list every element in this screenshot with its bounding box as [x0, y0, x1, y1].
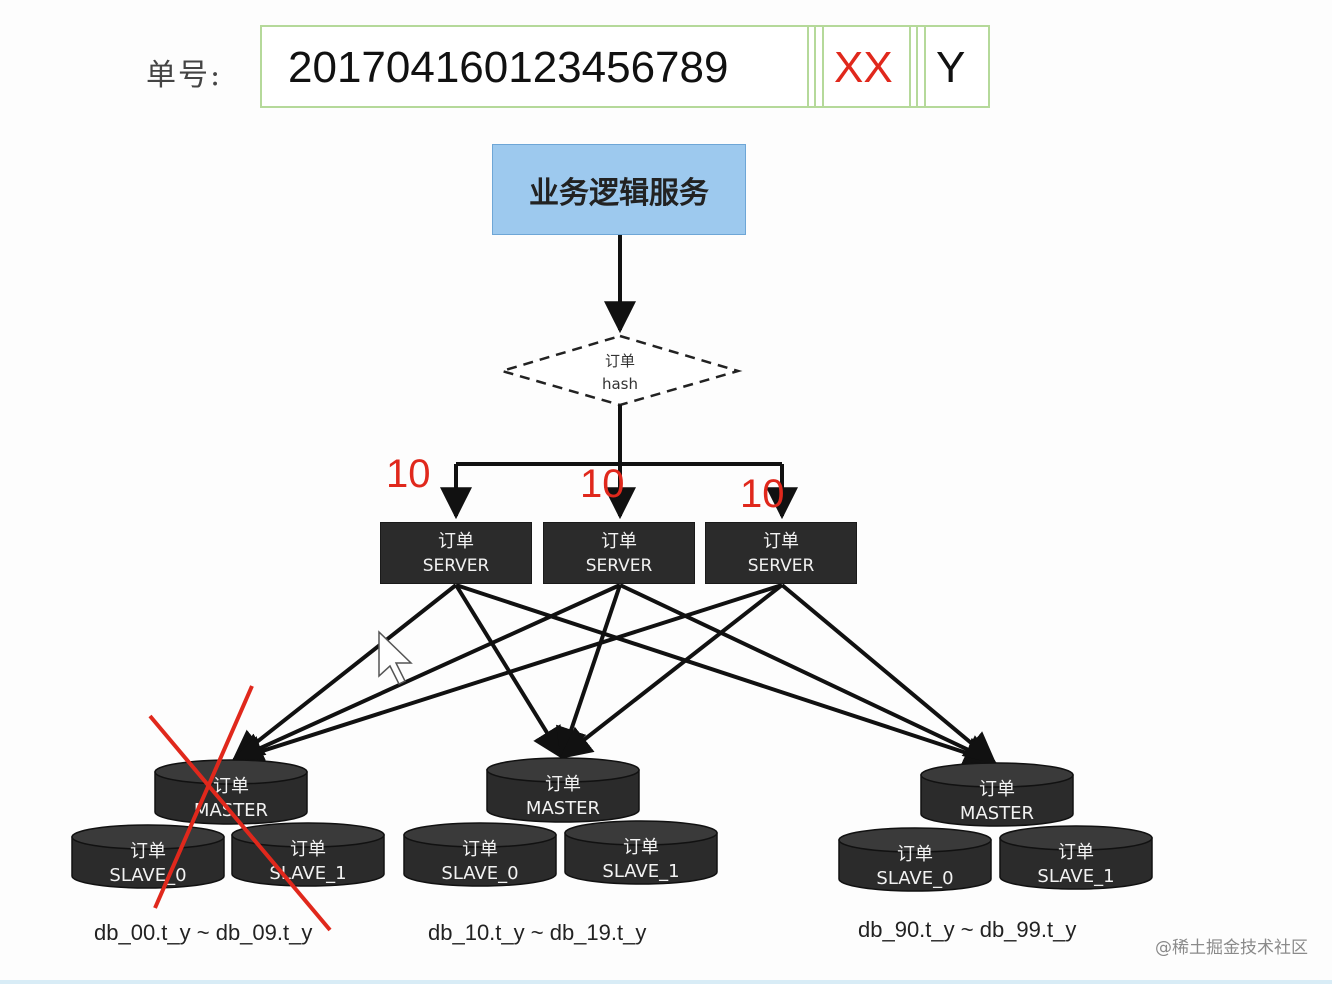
slave1-db-cylinder-top — [564, 820, 718, 846]
server-to-master-arrow — [230, 583, 783, 767]
slave0-db-cylinder-top — [71, 824, 225, 850]
hash-label-line2: hash — [601, 375, 639, 393]
master-db-label: 订单 MASTER — [487, 773, 639, 821]
master-db-cylinder-top — [486, 757, 640, 783]
server-label-line2: SERVER — [422, 556, 490, 576]
slave0-db-cylinder — [71, 836, 225, 889]
slave0-db-label: 订单 SLAVE_0 — [404, 838, 556, 886]
order-server-node: 订单 SERVER — [543, 522, 695, 584]
server-to-master-arrow — [619, 583, 997, 765]
db-label-line1: 订单 — [979, 779, 1015, 800]
order-number-box: 201704160123456789 XX Y — [260, 25, 990, 108]
segment-divider — [924, 27, 926, 106]
segment-divider — [916, 27, 918, 106]
server-label-line1: 订单 — [763, 531, 799, 552]
order-number-label: 单号: — [146, 58, 223, 93]
master-db-cylinder — [154, 771, 308, 825]
cross-stroke — [153, 685, 254, 909]
order-server-node: 订单 SERVER — [380, 522, 532, 584]
mouse-cursor-icon — [378, 630, 413, 686]
segment-divider — [822, 27, 824, 106]
db-label-line1: 订单 — [545, 774, 581, 795]
business-logic-service-box: 业务逻辑服务 — [492, 144, 746, 235]
db-label-line2: MASTER — [525, 798, 601, 819]
slave0-db-cylinder — [838, 839, 992, 892]
server-label-line1: 订单 — [438, 531, 474, 552]
watermark-text: @稀土掘金技术社区 — [1155, 938, 1308, 958]
server-label-line2: SERVER — [747, 556, 815, 576]
server-label-line2: SERVER — [585, 556, 653, 576]
db-label-line2: SLAVE_0 — [441, 863, 519, 884]
db-label-line2: SLAVE_0 — [876, 868, 954, 889]
db-range-label: db_90.t_y ~ db_99.t_y — [858, 917, 1077, 942]
segment-divider — [807, 27, 809, 106]
segment-divider — [814, 27, 816, 106]
slave1-db-label: 订单 SLAVE_1 — [565, 836, 717, 884]
cross-stroke — [148, 714, 332, 932]
db-label-line2: SLAVE_1 — [1037, 866, 1115, 887]
slave0-db-label: 订单 SLAVE_0 — [839, 843, 991, 891]
shard-count-label: 10 — [580, 462, 625, 506]
slave1-db-cylinder — [564, 832, 718, 885]
slave1-db-label: 订单 SLAVE_1 — [1000, 841, 1152, 889]
db-label-line1: 订单 — [623, 837, 659, 858]
master-db-cylinder-top — [920, 762, 1074, 788]
segment-divider — [909, 27, 911, 106]
server-to-master-arrow — [780, 583, 997, 765]
order-server-node: 订单 SERVER — [705, 522, 857, 584]
slave1-db-cylinder — [231, 834, 385, 887]
slave1-db-cylinder-top — [999, 825, 1153, 851]
hash-label-line1: 订单 — [604, 352, 635, 370]
db-label-line1: 订单 — [130, 841, 166, 862]
server-to-master-arrow — [559, 583, 784, 759]
server-to-master-arrow — [455, 583, 998, 769]
slave0-db-cylinder-top — [403, 822, 557, 848]
order-xx-segment: XX — [834, 43, 893, 92]
server-to-master-arrow — [231, 583, 458, 762]
db-label-line1: 订单 — [290, 839, 326, 860]
db-label-line1: 订单 — [1058, 842, 1094, 863]
db-label-line2: MASTER — [959, 803, 1035, 824]
order-number-value: 201704160123456789 — [288, 43, 729, 92]
db-range-label: db_00.t_y ~ db_09.t_y — [94, 920, 313, 945]
slave1-db-cylinder-top — [231, 822, 385, 848]
shard-count-label: 10 — [386, 452, 431, 496]
master-db-label: 订单 MASTER — [921, 778, 1073, 826]
slave0-db-cylinder — [403, 834, 557, 887]
master-db-cylinder — [486, 769, 640, 823]
db-label-line2: SLAVE_1 — [602, 861, 680, 882]
shard-count-label: 10 — [740, 472, 785, 516]
master-db-cylinder — [920, 774, 1074, 827]
server-label-line1: 订单 — [601, 531, 637, 552]
db-label-line1: 订单 — [213, 776, 249, 797]
order-y-segment: Y — [936, 43, 966, 92]
db-label-line1: 订单 — [897, 844, 933, 865]
bottom-strip — [0, 980, 1332, 984]
server-to-master-arrow — [231, 583, 621, 763]
slave1-db-cylinder — [999, 837, 1153, 890]
db-range-label: db_10.t_y ~ db_19.t_y — [428, 920, 647, 945]
db-label-line1: 订单 — [462, 839, 498, 860]
slave0-db-cylinder-top — [838, 827, 992, 853]
